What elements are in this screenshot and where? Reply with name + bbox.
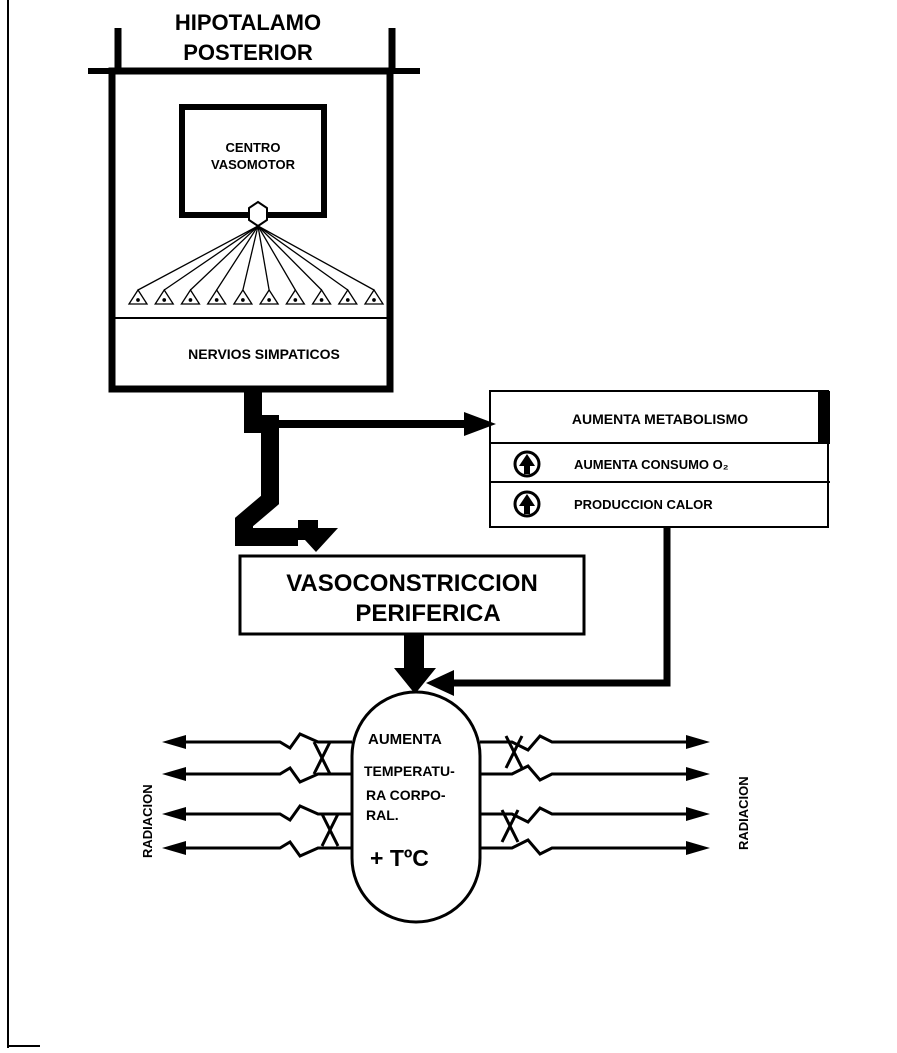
body-temp-line4: RAL. — [366, 807, 399, 823]
nerve-ending-icon — [127, 288, 149, 305]
vasoconstriction-line1: VASOCONSTRICCION — [286, 570, 538, 597]
nerve-ending-icon — [311, 288, 332, 305]
blocked-vessel-x-icon — [320, 813, 340, 847]
nerve-fiber — [257, 225, 349, 291]
metabolism-row-label: PRODUCCION CALOR — [574, 497, 713, 512]
nerve-ending-dot — [241, 298, 245, 302]
radiation-vessel-left — [176, 732, 352, 750]
blocked-vessel-x-icon — [500, 809, 520, 843]
body-temperature-capsule — [350, 690, 482, 924]
metabolism-header: AUMENTA METABOLISMO — [572, 411, 748, 427]
nerve-ending-icon — [258, 288, 280, 305]
body-temp-line5: + TºC — [370, 845, 429, 871]
nerve-fiber — [163, 225, 259, 291]
nerve-ending-dot — [372, 298, 376, 302]
vasomotor-center-line1: CENTRO — [226, 140, 281, 155]
nerve-ending-icon — [363, 288, 385, 305]
radiation-label-left: RADIACION — [140, 784, 155, 858]
arrow-to-vasoconstriction-icon — [294, 528, 338, 552]
radiation-vessel-right — [480, 806, 694, 824]
arrow-shaft-down — [404, 634, 424, 672]
nerve-ending-dot — [345, 298, 350, 302]
nerve-fiber — [216, 225, 259, 291]
radiation-arrowhead-right-icon — [686, 841, 710, 855]
nerve-fan — [127, 225, 385, 305]
nerve-ending-dot — [267, 298, 271, 302]
sympathetic-nerves-label: NERVIOS SIMPATICOS — [188, 346, 340, 362]
body-temp-line1: AUMENTA — [368, 731, 442, 748]
neuron-node-icon — [248, 200, 268, 228]
nerve-ending-icon — [232, 288, 254, 305]
radiation-arrowhead-right-icon — [686, 735, 710, 749]
nerve-ending-dot — [214, 298, 219, 302]
radiation-vessel-left — [176, 840, 352, 858]
nerve-ending-dot — [188, 298, 193, 302]
nerve-fiber — [257, 225, 323, 291]
metabolism-row-heat: PRODUCCION CALOR — [513, 490, 713, 518]
nerve-ending-icon — [154, 288, 175, 305]
metabolism-row-oxygen: AUMENTA CONSUMO O₂ — [513, 450, 729, 478]
nerve-ending-icon — [206, 288, 227, 305]
nerve-ending-icon — [180, 288, 201, 305]
arrow-to-body-icon — [394, 668, 436, 694]
radiation-arrowhead-left-icon — [162, 841, 186, 855]
radiation-label-right: RADIACION — [736, 776, 751, 850]
radiation-arrowhead-left-icon — [162, 735, 186, 749]
nerve-fiber — [257, 225, 375, 291]
radiation-arrows — [162, 732, 710, 858]
pathway-connector — [235, 389, 496, 552]
nerve-fiber — [189, 225, 259, 291]
radiation-vessel-right — [480, 764, 694, 782]
nerve-fiber — [257, 225, 270, 291]
body-temp-line3: RA CORPO- — [366, 787, 446, 803]
metabolism-row-label: AUMENTA CONSUMO O₂ — [574, 457, 729, 472]
vasomotor-center-line2: VASOMOTOR — [211, 157, 296, 172]
nerve-ending-icon — [337, 288, 358, 305]
blocked-vessel-x-icon — [504, 735, 524, 769]
radiation-arrowhead-right-icon — [686, 807, 710, 821]
arrow-to-temperature-icon — [426, 670, 454, 696]
radiation-vessel-left — [176, 766, 352, 784]
radiation-arrowhead-left-icon — [162, 767, 186, 781]
nerve-ending-dot — [319, 298, 324, 302]
nerve-fiber — [137, 225, 259, 291]
radiation-arrowhead-left-icon — [162, 807, 186, 821]
nerve-ending-dot — [293, 298, 298, 302]
nerve-ending-icon — [285, 288, 306, 305]
nerve-fiber — [242, 225, 259, 291]
heat-return-line — [448, 527, 671, 687]
hypothalamus-title-line1: HIPOTALAMO — [175, 10, 321, 35]
hypothalamus-title-line2: POSTERIOR — [183, 40, 313, 65]
blocked-vessel-x-icon — [312, 741, 332, 775]
body-temp-line2: TEMPERATU- — [364, 763, 455, 779]
nerve-ending-dot — [136, 298, 140, 302]
metabolism-box — [489, 390, 830, 528]
radiation-vessel-right — [480, 838, 694, 856]
radiation-vessel-right — [480, 734, 694, 752]
nerve-fiber — [257, 225, 296, 291]
arrow-to-metabolism-icon — [464, 412, 496, 436]
vasoconstriction-line2: PERIFERICA — [355, 600, 500, 627]
radiation-arrowhead-right-icon — [686, 767, 710, 781]
nerve-ending-dot — [162, 298, 167, 302]
